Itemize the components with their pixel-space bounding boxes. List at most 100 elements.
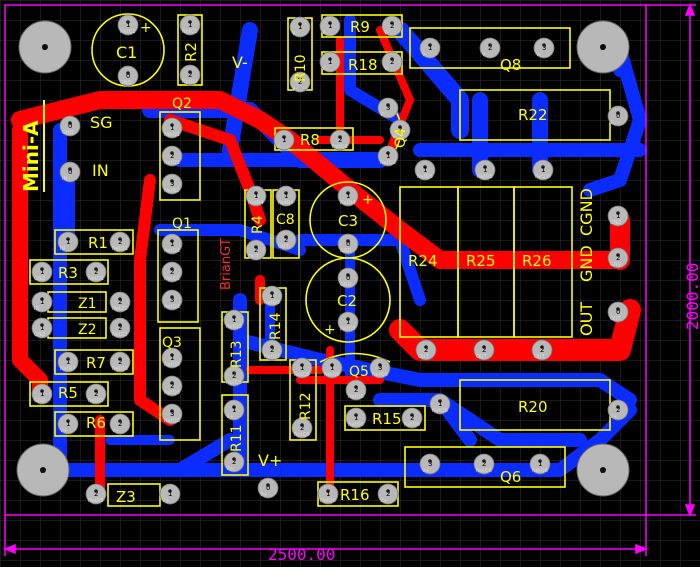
svg-text:V+: V+ (226, 466, 234, 472)
svg-text:V-: V- (292, 86, 297, 92)
svg-text:V-: V- (292, 31, 297, 37)
svg-text:2: 2 (424, 346, 428, 354)
svg-text:NetQ1: NetQ1 (164, 304, 180, 310)
ref-r25: R25 (466, 252, 496, 270)
ref-q4: Q4 (393, 128, 409, 148)
svg-text:2: 2 (118, 238, 122, 246)
svg-text:NetZ1: NetZ1 (112, 306, 127, 312)
svg-text:2: 2 (232, 372, 236, 380)
svg-text:0: 0 (616, 308, 620, 316)
svg-text:3: 3 (170, 410, 174, 418)
svg-text:NetQ3: NetQ3 (226, 324, 242, 330)
svg-text:V-: V- (276, 144, 281, 150)
width-dimension: 2500.00 (268, 545, 335, 564)
mechanical-layer (2, 2, 696, 556)
svg-text:2: 2 (94, 490, 98, 498)
svg-text:0: 0 (346, 274, 350, 282)
svg-text:NetR2: NetR2 (182, 79, 197, 85)
svg-text:NetQ6: NetQ6 (532, 468, 548, 474)
pad: 1IN (31, 291, 53, 313)
q8-outline (409, 27, 571, 69)
svg-text:2: 2 (398, 126, 402, 134)
svg-text:NetQ5: NetQ5 (348, 394, 364, 400)
svg-text:OUT: OUT (278, 244, 290, 250)
svg-text:1: 1 (346, 318, 350, 326)
pad: 2V- (381, 15, 403, 37)
ref-q8: Q8 (500, 56, 521, 74)
svg-text:V-: V- (610, 120, 615, 126)
ref-r8: R8 (300, 131, 320, 149)
svg-text:NetQ6: NetQ6 (432, 408, 448, 414)
svg-text:1: 1 (66, 420, 70, 428)
svg-text:2: 2 (254, 246, 258, 254)
svg-text:NetQ5: NetQ5 (324, 372, 340, 378)
c2-outline (305, 257, 391, 343)
svg-text:NetQ1: NetQ1 (332, 144, 348, 150)
svg-text:1: 1 (232, 406, 236, 414)
ref-q1: Q1 (172, 216, 192, 232)
svg-text:3: 3 (170, 296, 174, 304)
svg-text:2: 2 (386, 490, 390, 498)
svg-text:2: 2 (390, 22, 394, 30)
pad: 2V- (389, 119, 411, 141)
svg-text:2: 2 (118, 420, 122, 428)
svg-text:2: 2 (270, 346, 274, 354)
pad: 0V- (607, 105, 629, 127)
ref-r20: R20 (518, 398, 548, 416)
svg-text:1: 1 (328, 22, 332, 30)
svg-text:1: 1 (66, 238, 70, 246)
svg-text:NetQ1: NetQ1 (164, 248, 180, 254)
label-in: IN (92, 161, 109, 180)
svg-text:2: 2 (170, 152, 174, 160)
svg-text:1: 1 (254, 192, 258, 200)
ref-r13: R13 (229, 340, 245, 368)
svg-text:2: 2 (94, 268, 98, 276)
svg-text:NetQ5: NetQ5 (340, 326, 356, 332)
svg-text:0: 0 (42, 44, 46, 52)
c3-plus: + (362, 192, 374, 208)
ref-c1: C1 (116, 43, 137, 62)
svg-text:2: 2 (298, 78, 302, 86)
svg-text:1: 1 (40, 298, 44, 306)
pads-layer: 1NetC10GND1NetC12NetR21V-2V-1V-2V-1V-2V-… (31, 14, 629, 505)
r3-outline (29, 259, 109, 285)
ref-r12: R12 (298, 392, 314, 420)
svg-text:V-: V- (322, 66, 327, 72)
svg-text:V-: V- (384, 30, 389, 36)
svg-text:NetQ5: NetQ5 (477, 174, 493, 180)
mounting-hole: 0 (18, 20, 72, 74)
svg-text:NetZ2: NetZ2 (112, 332, 127, 338)
svg-text:V+: V+ (226, 414, 234, 420)
svg-text:3: 3 (386, 104, 390, 112)
board-title: Mini-A (19, 120, 43, 192)
svg-text:2: 2 (616, 254, 620, 262)
q1-outline (157, 229, 199, 323)
svg-text:NetC1: NetC1 (120, 29, 135, 35)
svg-text:1: 1 (328, 58, 332, 66)
svg-text:NetQ1: NetQ1 (164, 276, 180, 282)
svg-text:1: 1 (284, 192, 288, 200)
svg-text:1: 1 (354, 414, 358, 422)
svg-text:1: 1 (40, 324, 44, 332)
svg-text:OUT: OUT (248, 254, 260, 260)
svg-text:V+: V+ (112, 428, 120, 434)
svg-text:NetQ1: NetQ1 (380, 160, 396, 166)
ref-r26: R26 (522, 252, 552, 270)
svg-text:1: 1 (232, 316, 236, 324)
